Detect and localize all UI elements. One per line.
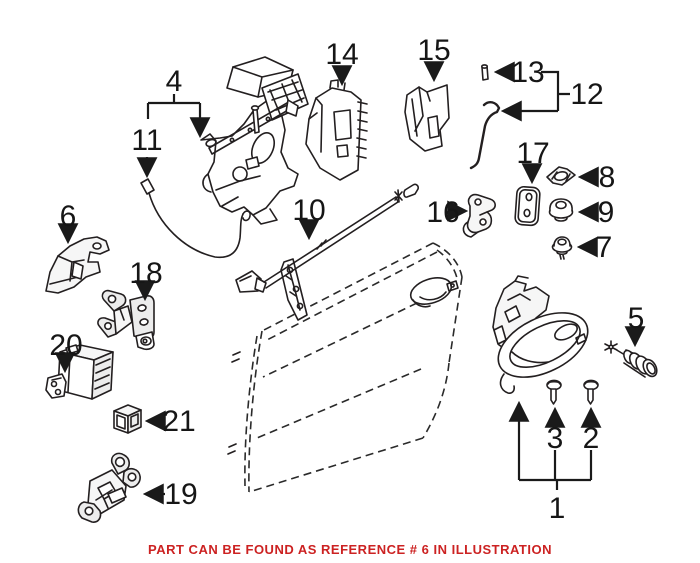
part-17-striker-shim [514, 185, 541, 227]
callout-11-label: 11 [131, 124, 162, 157]
part-10-door-cable [235, 183, 419, 293]
part-5-lock-cylinder [604, 340, 658, 378]
part-7-nut [551, 236, 573, 260]
part-13-pin [480, 64, 489, 81]
callout-2-label: 2 [583, 422, 600, 455]
part-16-door-striker [462, 193, 496, 238]
part-3-screw [546, 379, 562, 405]
callout-7-label: 7 [596, 231, 613, 264]
part-21-door-bumper [113, 404, 142, 434]
part-15-actuator-cover [404, 84, 450, 152]
part-6-handle-gasket [45, 236, 110, 294]
callout-18-label: 18 [129, 257, 162, 290]
door-handle-cutout [409, 277, 459, 308]
callout-6-label: 6 [60, 200, 77, 233]
part-1-handle-carrier [492, 275, 589, 394]
callout-5-label: 5 [628, 302, 645, 335]
part-18-door-hinge-upper [97, 289, 155, 351]
part-14-lock-actuator [305, 79, 368, 181]
reference-note: PART CAN BE FOUND AS REFERENCE # 6 IN IL… [148, 542, 552, 557]
callout-17-label: 17 [516, 137, 549, 170]
callout-labels: 1 2 3 4 5 6 7 8 9 10 11 12 13 14 15 16 1… [49, 34, 644, 525]
callout-8-label: 8 [599, 161, 616, 194]
callout-12-label: 12 [570, 78, 603, 111]
callout-19-label: 19 [164, 478, 197, 511]
callout-1-label: 1 [549, 492, 566, 525]
callout-21-label: 21 [162, 405, 195, 438]
part-12-lock-rod [469, 100, 501, 170]
callout-13-label: 13 [511, 56, 544, 89]
door-panel-outline [227, 242, 463, 493]
part-8-clip-nut [546, 166, 576, 186]
part-20-lock-module [45, 344, 114, 400]
part-9-nut [548, 198, 574, 222]
callout-4-label: 4 [166, 65, 183, 98]
callout-14-label: 14 [325, 38, 358, 71]
part-2-screw [583, 379, 599, 405]
callout-10-label: 10 [292, 194, 325, 227]
callout-16-label: 16 [426, 196, 459, 229]
callout-9-label: 9 [598, 196, 615, 229]
part-4-lock-carrier [200, 56, 309, 225]
callout-15-label: 15 [417, 34, 450, 67]
callout-3-label: 3 [547, 422, 564, 455]
part-11-release-cable [140, 178, 251, 259]
part-19-door-hinge-lower [77, 452, 141, 523]
callout-lines [54, 61, 646, 505]
callout-20-label: 20 [49, 329, 82, 362]
